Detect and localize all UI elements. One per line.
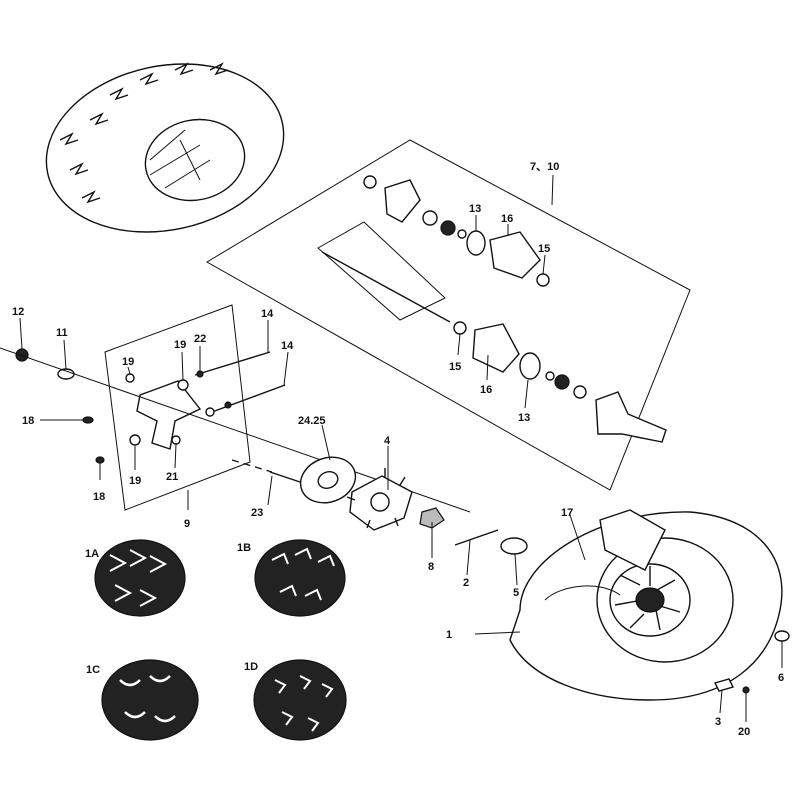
callout-2: 2 <box>463 577 469 589</box>
callout-1d: 1D <box>244 661 258 673</box>
callout-13b: 13 <box>518 412 530 424</box>
tire-top-left <box>45 62 285 233</box>
callout-24-25: 24.25 <box>298 415 326 427</box>
callout-9: 9 <box>184 518 190 530</box>
callout-1b: 1B <box>237 542 251 554</box>
tire-1a <box>94 539 186 617</box>
callout-18a: 18 <box>22 415 34 427</box>
callout-1c: 1C <box>86 664 100 676</box>
tire-1b <box>254 539 346 617</box>
callout-23: 23 <box>251 507 263 519</box>
callout-8: 8 <box>428 561 434 573</box>
callout-3: 3 <box>715 716 721 728</box>
knuckle-box <box>104 304 286 511</box>
nut-6 <box>774 630 790 642</box>
callout-11: 11 <box>56 327 68 339</box>
callout-14a: 14 <box>261 308 274 320</box>
callout-19a: 19 <box>122 356 134 368</box>
nut-8 <box>419 507 445 529</box>
callout-15b: 15 <box>449 361 461 373</box>
axle-assembly-box <box>206 139 691 491</box>
callout-1: 1 <box>446 629 452 641</box>
callout-1a: 1A <box>85 548 99 560</box>
callout-6: 6 <box>778 672 784 684</box>
callout-7-10: 7、10 <box>530 161 559 173</box>
tire-1d <box>253 659 347 741</box>
callout-13a: 13 <box>469 203 481 215</box>
leader-lines <box>19 174 783 722</box>
callout-4: 4 <box>384 435 391 447</box>
tire-1c <box>101 659 199 741</box>
callout-15a: 15 <box>538 243 550 255</box>
callout-18b: 18 <box>93 491 105 503</box>
callout-19c: 19 <box>129 475 141 487</box>
callout-16b: 16 <box>480 384 492 396</box>
wheel-assembly <box>509 509 783 701</box>
pin-18b <box>95 456 105 464</box>
nut-12 <box>15 348 29 362</box>
washer-11 <box>57 368 75 380</box>
pin-20 <box>742 686 750 694</box>
callout-22: 22 <box>194 333 206 345</box>
callout-5: 5 <box>513 587 519 599</box>
callout-17: 17 <box>561 507 573 519</box>
pin-18a <box>82 416 94 424</box>
callout-16a: 16 <box>501 213 513 225</box>
callout-labels: 12 11 18 18 19 19 22 14 14 19 21 9 23 24… <box>12 161 784 738</box>
callout-19b: 19 <box>174 339 186 351</box>
callout-20: 20 <box>738 726 750 738</box>
pin-2 <box>454 529 499 546</box>
callout-12: 12 <box>12 306 24 318</box>
nut-3 <box>713 678 735 692</box>
callout-14b: 14 <box>281 340 294 352</box>
callout-21: 21 <box>166 471 178 483</box>
cap-5 <box>500 537 528 555</box>
bolt-23 <box>269 471 301 483</box>
